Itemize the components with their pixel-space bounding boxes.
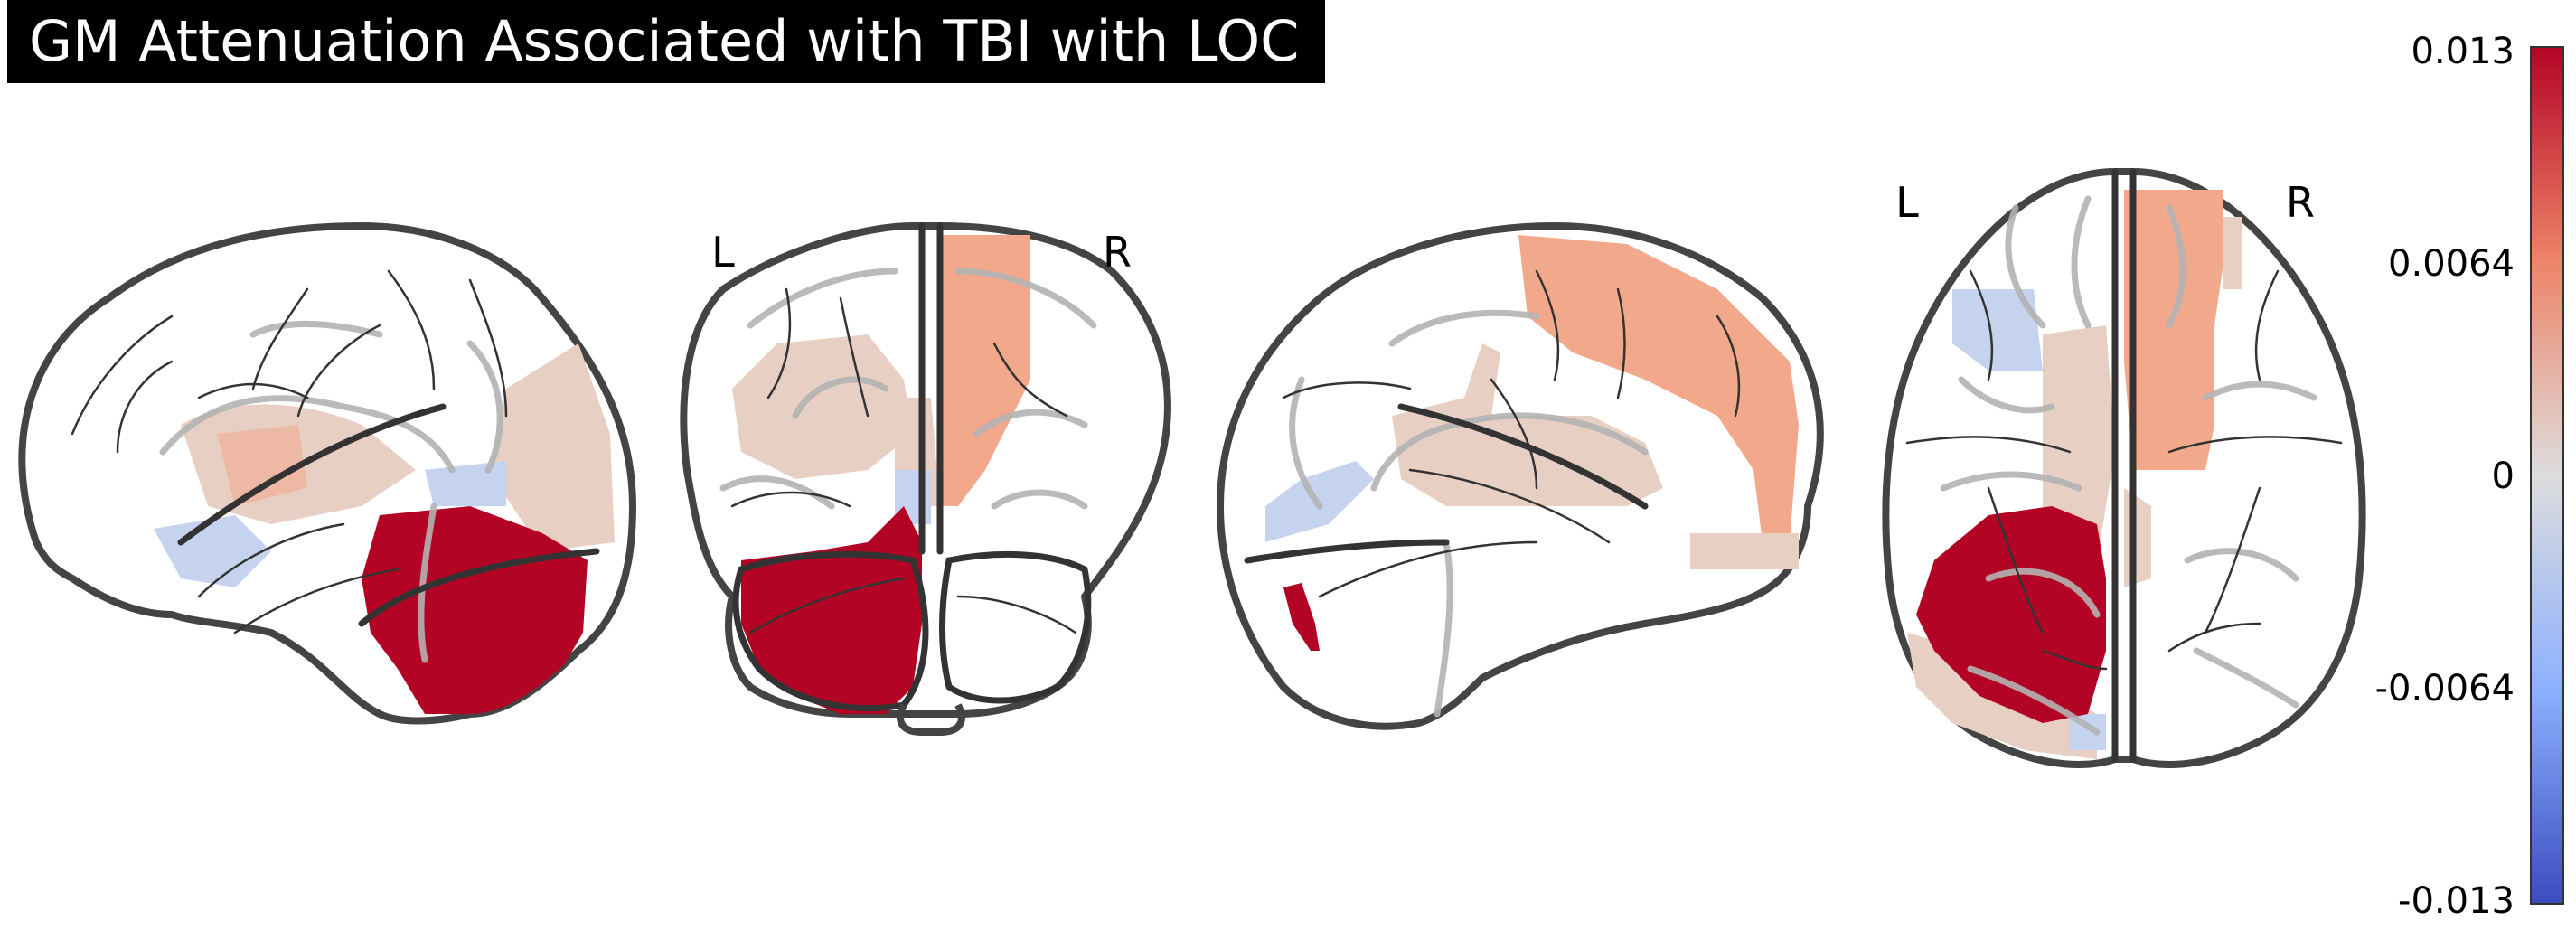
axial-view: L R: [1882, 168, 2366, 768]
sagittal-right-view: [1217, 222, 1824, 730]
axial-cluster-right-small: [2223, 217, 2242, 289]
coronal-right-label: R: [1103, 228, 1132, 277]
axial-right-label: R: [2286, 178, 2315, 227]
colorbar-tick-lower: -0.0064: [2375, 668, 2515, 709]
axial-cluster-right-frontal: [2124, 190, 2223, 470]
sag-right-cluster-frontal-tail: [1690, 533, 1799, 569]
sag-right-gyri: [1289, 309, 1649, 718]
axial-left-label: L: [1895, 178, 1919, 227]
sag-right-lateral-fissure: [1397, 403, 1649, 510]
colorbar-tick-max: 0.013: [2411, 31, 2515, 72]
coronal-cluster-right-upper: [940, 235, 1030, 506]
axial-gyri: [1940, 195, 2317, 736]
colorbar-tick-zero: 0: [2492, 456, 2515, 497]
sagittal-left-view: [18, 222, 636, 725]
coronal-brainstem: [897, 703, 965, 736]
sag-right-sulci: [1282, 269, 1741, 598]
coronal-view: L R: [680, 222, 1171, 736]
coronal-left-label: L: [711, 228, 735, 277]
axial-midline: [2111, 168, 2137, 763]
colorbar-tick-upper: 0.0064: [2388, 243, 2515, 285]
colorbar: 0.013 0.0064 0 -0.0064 -0.013: [2375, 31, 2564, 922]
colorbar-tick-min: -0.013: [2398, 880, 2515, 922]
axial-cluster-posterior: [1916, 506, 2106, 723]
sagittal-right-outline: [1217, 222, 1824, 730]
sag-left-sulci: [71, 269, 508, 634]
axial-sulci: [1905, 269, 2343, 671]
coronal-cluster-cerebellum: [741, 506, 922, 714]
sag-left-lateral-fissure: [177, 403, 447, 546]
axial-cluster-center-right: [2124, 488, 2151, 587]
sag-right-cluster-cerebellum: [1283, 583, 1320, 651]
colorbar-gradient: [2530, 46, 2564, 905]
coronal-midline: [918, 222, 944, 555]
sag-right-cluster-frontal: [1518, 235, 1799, 542]
sagittal-left-outline: [18, 222, 636, 725]
sag-left-cluster-negative: [154, 515, 271, 587]
axial-cluster-negative: [1952, 289, 2043, 371]
sag-left-cluster-parietal: [488, 343, 615, 551]
coronal-sulci: [730, 287, 1077, 634]
figure-title: GM Attenuation Associated with TBI with …: [7, 0, 1325, 83]
sag-right-cluster-temporal: [1392, 343, 1663, 506]
coronal-cerebellum-outline-right: [939, 550, 1092, 704]
sag-left-cluster-negative-2: [425, 461, 506, 506]
coronal-cluster-left-upper: [732, 334, 913, 479]
sag-left-gyri: [159, 321, 503, 663]
sag-left-tentorium: [358, 548, 600, 627]
sag-right-tentorium: [1244, 539, 1450, 564]
coronal-cerebellum-outline-left: [732, 550, 929, 712]
coronal-gyri: [719, 268, 1097, 510]
sag-left-cluster-mid: [217, 425, 307, 506]
